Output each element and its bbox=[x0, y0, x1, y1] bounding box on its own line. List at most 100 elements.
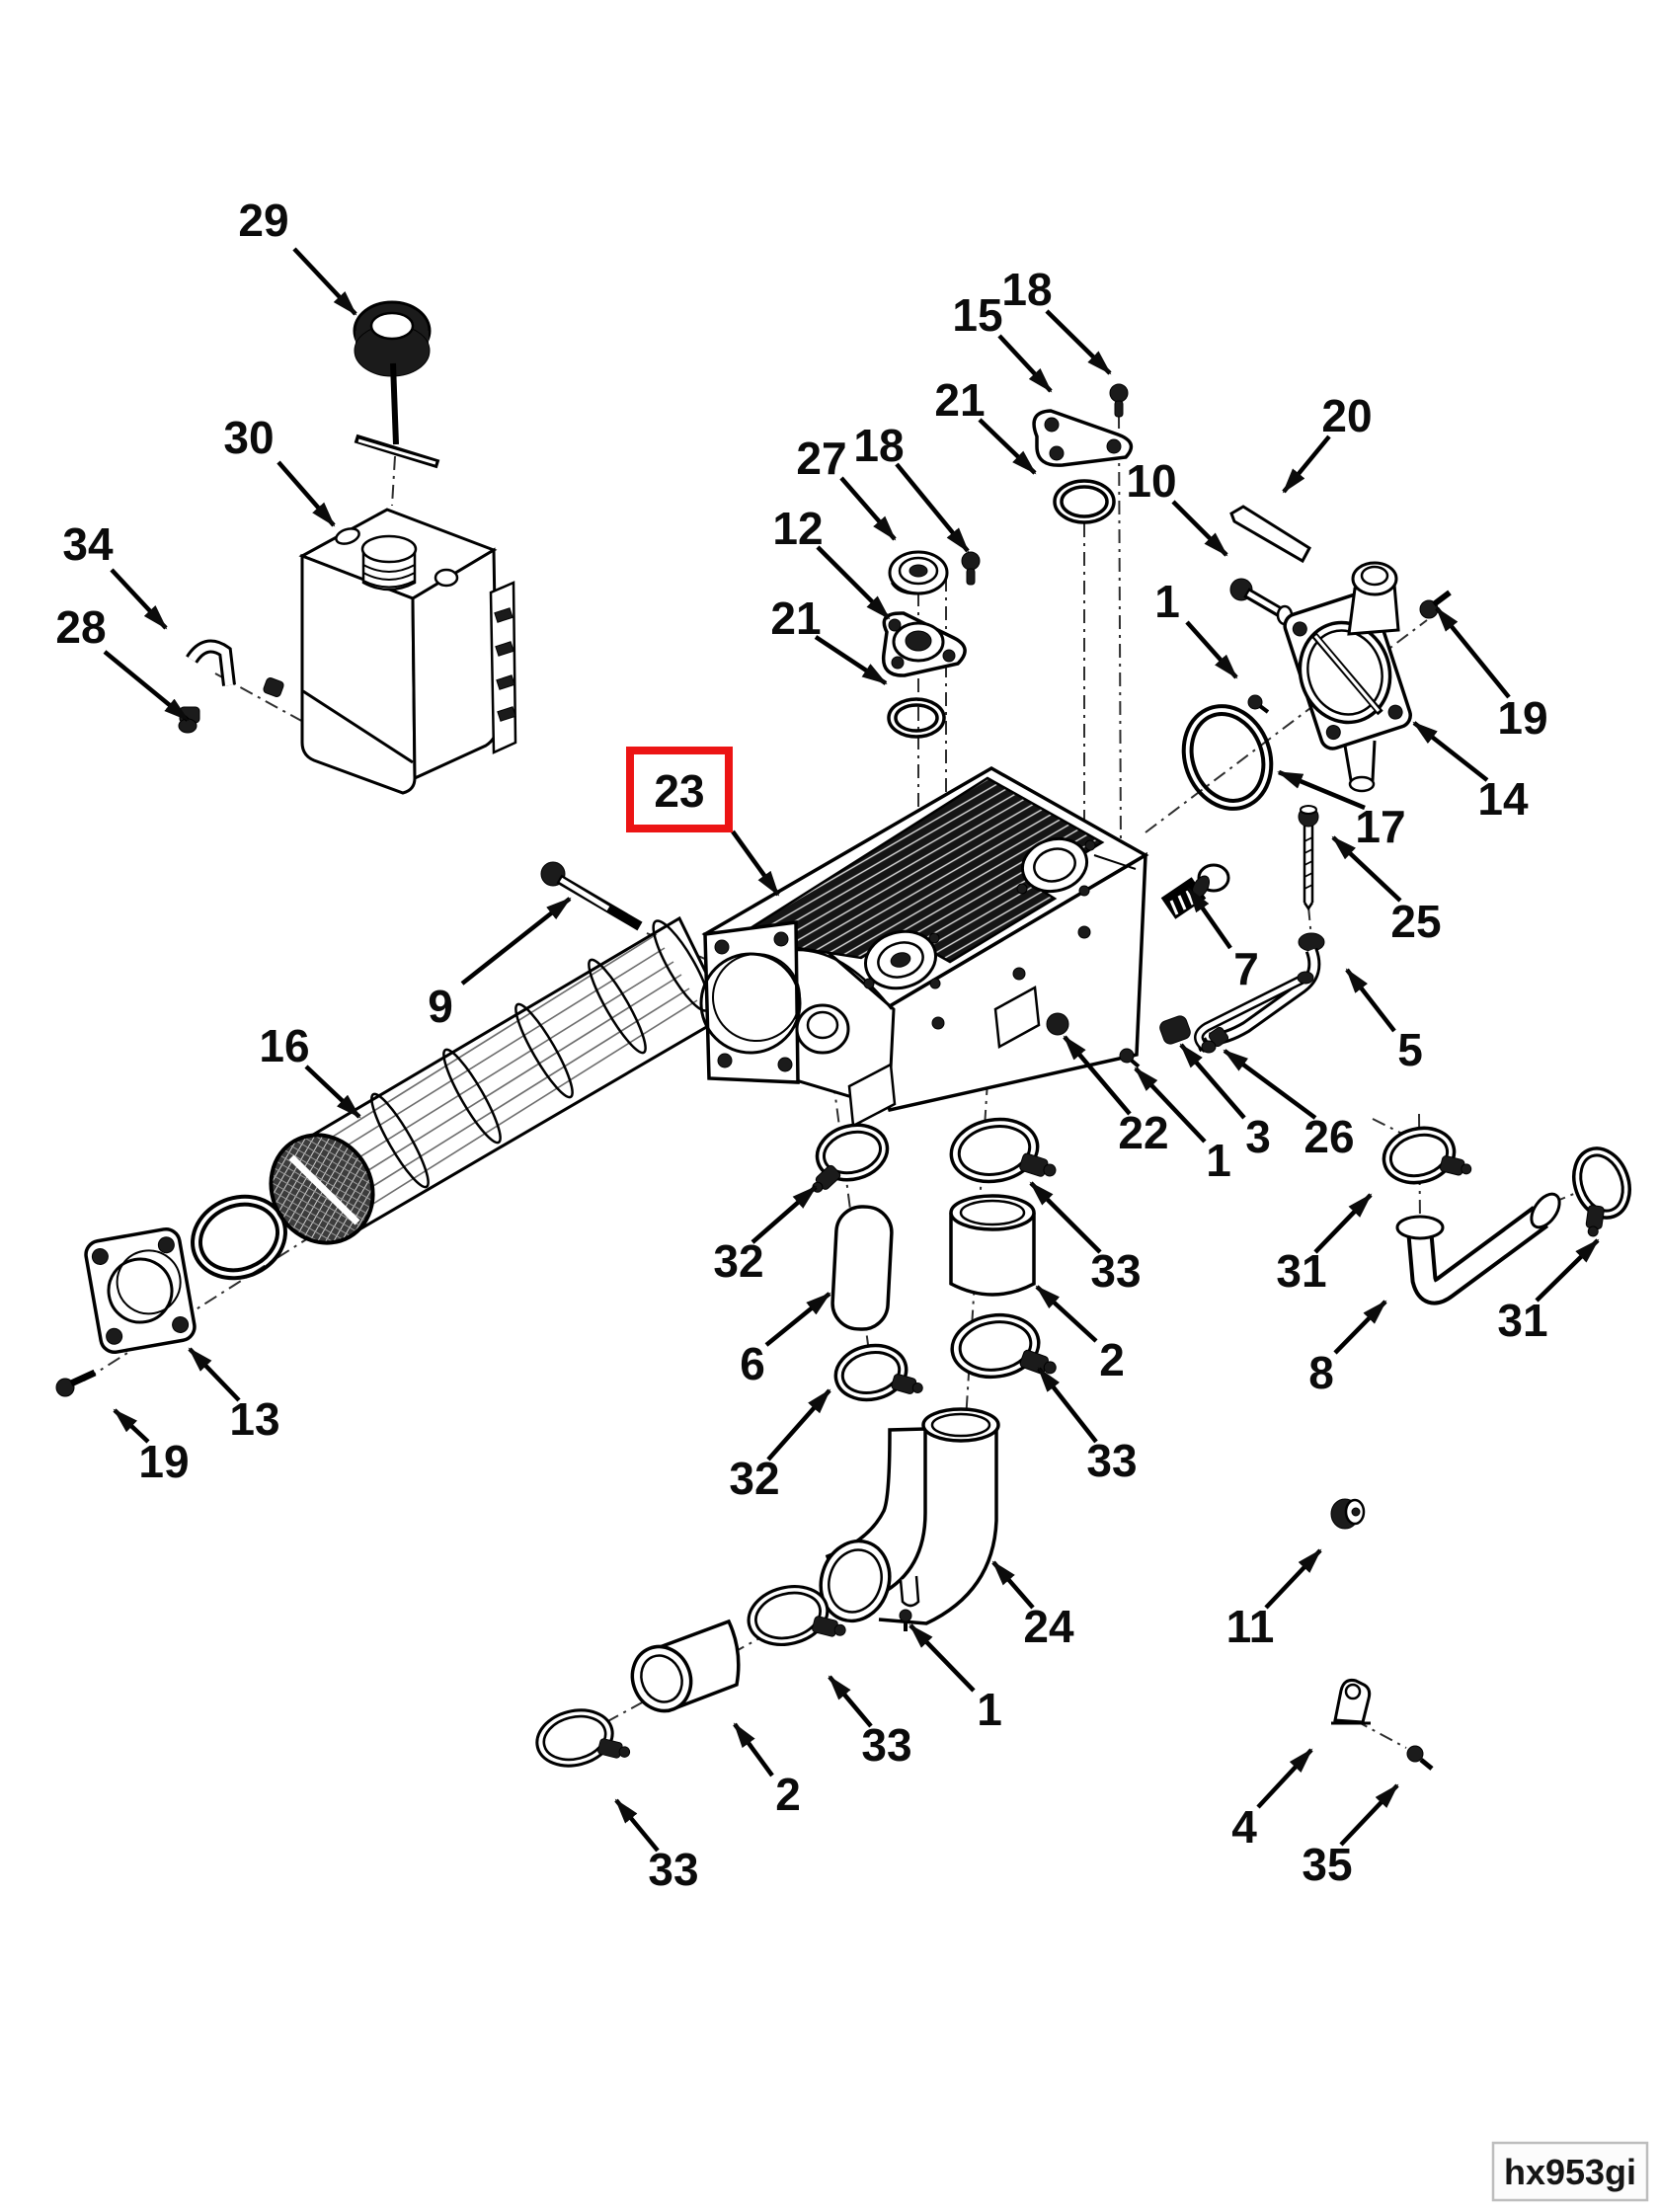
callout-label-31: 31 bbox=[1497, 1295, 1547, 1346]
drain-tube bbox=[1198, 932, 1325, 1053]
callout-arrow-4 bbox=[1256, 1748, 1313, 1809]
callout-arrow-33 bbox=[828, 1675, 873, 1728]
long-bolt bbox=[540, 861, 643, 931]
heat-exchanger-body bbox=[699, 765, 1149, 1128]
callout-label-12: 12 bbox=[772, 503, 823, 554]
callout-label-32: 32 bbox=[729, 1453, 779, 1504]
callout-arrow-21 bbox=[978, 418, 1037, 475]
callout-label-10: 10 bbox=[1126, 455, 1176, 507]
flange-screw bbox=[55, 1369, 97, 1397]
callout-arrow-28 bbox=[103, 650, 190, 722]
plate-o-ring bbox=[887, 697, 946, 739]
bracket-screw bbox=[1109, 383, 1129, 418]
small-screw-1a bbox=[1247, 694, 1270, 714]
callout-label-21: 21 bbox=[770, 592, 821, 644]
body-left-flange bbox=[699, 920, 802, 1084]
callout-arrow-25 bbox=[1331, 835, 1402, 903]
callout-label-17: 17 bbox=[1355, 801, 1405, 852]
vent-fitting bbox=[263, 677, 284, 697]
spacer-bar bbox=[1229, 505, 1311, 564]
callout-label-2: 2 bbox=[775, 1769, 801, 1820]
hose-clamp-32b bbox=[829, 1334, 929, 1415]
knurled-nut bbox=[1330, 1498, 1366, 1530]
callout-label-21: 21 bbox=[934, 374, 985, 426]
retaining-clip bbox=[1331, 1679, 1372, 1725]
callout-arrow-1 bbox=[1134, 1066, 1207, 1144]
callout-label-34: 34 bbox=[62, 518, 114, 570]
callout-label-8: 8 bbox=[1308, 1347, 1334, 1398]
callout-arrow-26 bbox=[1223, 1049, 1317, 1120]
callout-arrow-18 bbox=[895, 462, 970, 553]
callout-arrow-20 bbox=[1282, 434, 1331, 494]
clip-screw bbox=[1406, 1745, 1434, 1771]
stud-bolt bbox=[1298, 805, 1319, 911]
callout-arrow-3 bbox=[1179, 1043, 1246, 1120]
callout-arrow-24 bbox=[991, 1560, 1035, 1610]
callout-arrow-31 bbox=[1535, 1238, 1600, 1303]
callout-label-33: 33 bbox=[1090, 1245, 1141, 1297]
callout-label-32: 32 bbox=[713, 1235, 763, 1287]
callout-label-1: 1 bbox=[1154, 576, 1180, 627]
bundle-o-ring bbox=[191, 1194, 287, 1281]
callout-arrow-17 bbox=[1277, 769, 1366, 811]
callout-label-24: 24 bbox=[1023, 1601, 1074, 1652]
hose-clamp-33d bbox=[529, 1697, 637, 1783]
callout-arrow-33 bbox=[614, 1798, 660, 1853]
tank-filler-neck bbox=[360, 534, 418, 592]
callout-arrow-8 bbox=[1333, 1300, 1387, 1355]
hose-clamp-31b bbox=[1555, 1139, 1646, 1244]
elbow-fitting-3 bbox=[1159, 1015, 1191, 1045]
callout-label-26: 26 bbox=[1304, 1111, 1354, 1162]
cap-screw bbox=[961, 551, 981, 586]
bracket-o-ring bbox=[1053, 479, 1116, 524]
callout-label-7: 7 bbox=[1233, 943, 1259, 994]
sealing-washer bbox=[1046, 1012, 1069, 1036]
callout-arrow-33 bbox=[1037, 1367, 1098, 1444]
callout-arrow-23 bbox=[731, 830, 780, 897]
callout-label-29: 29 bbox=[238, 195, 288, 246]
callout-label-33: 33 bbox=[861, 1719, 911, 1771]
callout-arrow-30 bbox=[276, 460, 336, 527]
callout-arrow-31 bbox=[1313, 1193, 1373, 1254]
callout-arrow-19 bbox=[1435, 606, 1511, 699]
callout-arrows bbox=[103, 247, 1600, 1853]
inlet-neck bbox=[1347, 561, 1400, 636]
callout-label-33: 33 bbox=[648, 1844, 698, 1895]
callout-label-25: 25 bbox=[1390, 896, 1441, 947]
callout-arrow-32 bbox=[766, 1388, 831, 1462]
callout-label-30: 30 bbox=[223, 412, 274, 463]
callout-arrow-13 bbox=[188, 1347, 241, 1402]
callout-arrow-27 bbox=[839, 476, 897, 541]
callout-label-33: 33 bbox=[1086, 1435, 1137, 1486]
callout-arrow-12 bbox=[816, 545, 891, 620]
callout-label-11: 11 bbox=[1226, 1601, 1275, 1652]
bypass-hose-8 bbox=[1395, 1192, 1561, 1305]
hex-plug bbox=[1160, 863, 1230, 919]
callout-label-27: 27 bbox=[796, 433, 846, 484]
lifting-bracket bbox=[1032, 409, 1134, 467]
tank-mount-bracket bbox=[489, 581, 517, 754]
end-cover-flange bbox=[84, 1226, 197, 1355]
cap-adapter-plate bbox=[881, 611, 967, 677]
callout-label-31: 31 bbox=[1276, 1245, 1326, 1297]
callout-arrow-22 bbox=[1063, 1035, 1132, 1116]
figure-code-text: hx953gi bbox=[1504, 2152, 1636, 2192]
callout-arrow-7 bbox=[1187, 887, 1232, 950]
elbow-pipe-24 bbox=[819, 1407, 1000, 1625]
callout-arrow-15 bbox=[997, 334, 1053, 393]
callout-arrow-29 bbox=[292, 247, 357, 316]
callout-label-20: 20 bbox=[1321, 390, 1372, 441]
callout-label-3: 3 bbox=[1245, 1111, 1271, 1162]
callout-arrow-2 bbox=[733, 1722, 774, 1778]
housing-o-ring bbox=[1181, 704, 1274, 811]
callout-label-1: 1 bbox=[1206, 1135, 1231, 1186]
callout-label-19: 19 bbox=[1497, 692, 1547, 744]
tube-fitting-10 bbox=[1229, 578, 1294, 626]
callout-label-35: 35 bbox=[1302, 1839, 1352, 1890]
callout-label-1: 1 bbox=[977, 1684, 1002, 1735]
callout-label-15: 15 bbox=[952, 289, 1002, 341]
callout-arrow-33 bbox=[1029, 1181, 1102, 1254]
callout-label-22: 22 bbox=[1118, 1107, 1168, 1158]
